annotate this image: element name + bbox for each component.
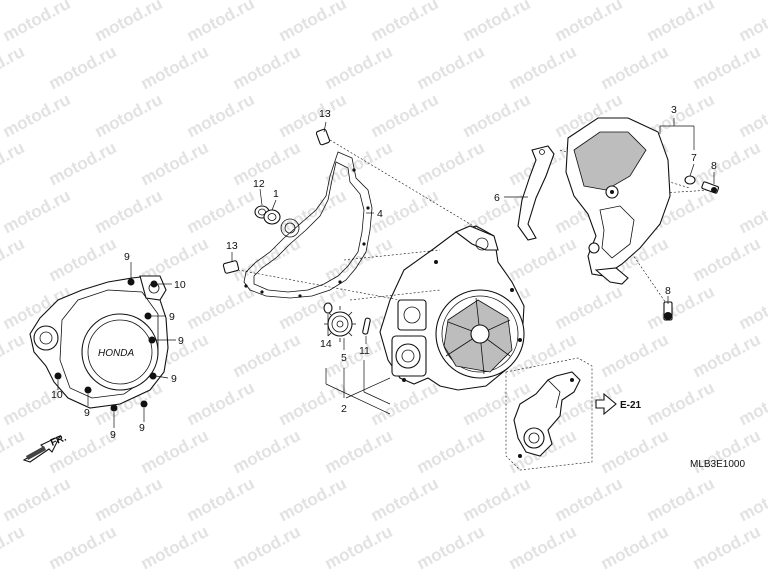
collar (684, 175, 696, 185)
shaft-collar (323, 302, 333, 314)
bolt-upper (701, 181, 720, 194)
callout-10: 10 (174, 279, 186, 291)
front-direction-arrow (22, 434, 62, 463)
crankcase-cover-assembly (379, 225, 525, 391)
callout-9: 9 (171, 373, 177, 385)
callout-9: 9 (84, 407, 90, 419)
callout-9: 9 (169, 311, 175, 323)
reference-arrow (595, 392, 617, 416)
gasket (243, 151, 373, 299)
callout-9: 9 (124, 251, 130, 263)
callout-9: 9 (110, 429, 116, 441)
front-direction-label: FR. (49, 432, 68, 448)
inset-box (505, 357, 593, 471)
callout-4: 4 (377, 208, 383, 220)
callout-2: 2 (341, 403, 347, 415)
dowel-pin-upper (315, 128, 331, 146)
callout-12: 12 (253, 178, 265, 190)
callout-10: 10 (51, 389, 63, 401)
diagram-code: MLB3E1000 (690, 459, 745, 470)
chain-guide (517, 145, 555, 241)
callout-1: 1 (273, 188, 279, 200)
sprocket-cover (565, 117, 671, 285)
callout-5: 5 (341, 352, 347, 364)
callout-8: 8 (665, 285, 671, 297)
callout-14: 14 (320, 338, 332, 350)
cover-logo-text: HONDA (98, 348, 134, 359)
callout-numbers: 13 12 1 13 4 3 7 8 6 8 14 5 11 2 9 10 9 … (51, 104, 717, 441)
bolt-lower (663, 301, 673, 321)
generator-cover-outer: HONDA (29, 275, 169, 409)
dowel-pin-lower (222, 260, 240, 274)
reference-label[interactable]: E-21 (620, 400, 642, 411)
callout-8: 8 (711, 160, 717, 172)
callout-13: 13 (226, 240, 238, 252)
callout-13: 13 (319, 108, 331, 120)
pin (362, 317, 371, 335)
callout-9: 9 (139, 422, 145, 434)
callout-11: 11 (359, 345, 370, 357)
callout-9: 9 (178, 335, 184, 347)
washer (263, 209, 281, 225)
callout-6: 6 (494, 192, 500, 204)
callout-3: 3 (671, 104, 677, 116)
callout-leaders (231, 118, 715, 415)
callout-7: 7 (691, 152, 697, 164)
cover-bolt-marks (54, 278, 158, 412)
inset-part (513, 371, 581, 458)
cover-leader-lines (57, 262, 176, 428)
